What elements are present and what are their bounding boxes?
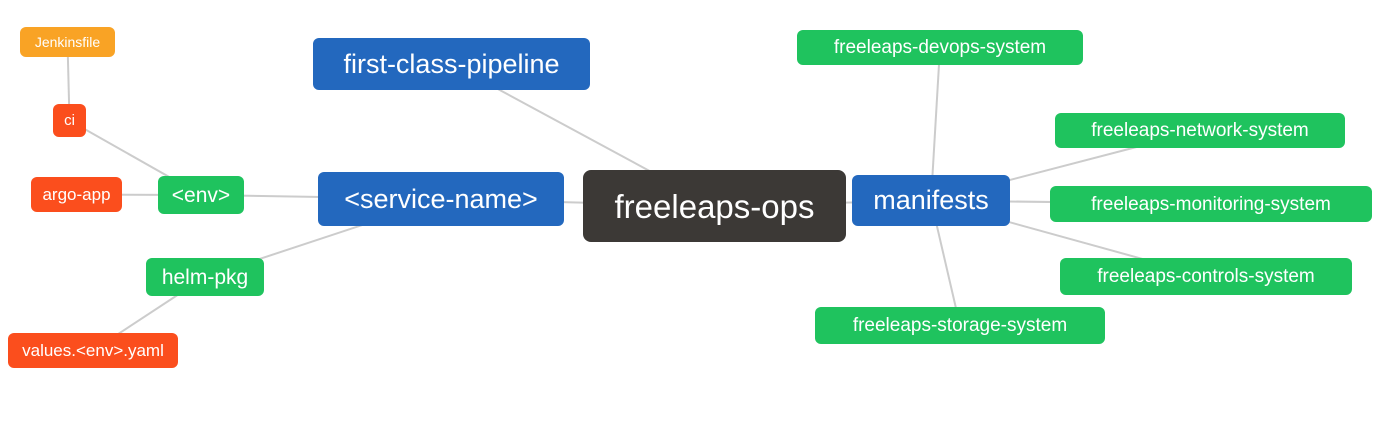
node-service-name[interactable]: <service-name> (318, 172, 564, 226)
node-first-class-pipeline[interactable]: first-class-pipeline (313, 38, 590, 90)
node-values-env-yaml[interactable]: values.<env>.yaml (8, 333, 178, 368)
node-manifests[interactable]: manifests (852, 175, 1010, 226)
node-freeleaps-devops-system[interactable]: freeleaps-devops-system (797, 30, 1083, 65)
node-helm-pkg[interactable]: helm-pkg (146, 258, 264, 296)
node-freeleaps-network-system[interactable]: freeleaps-network-system (1055, 113, 1345, 148)
node-freeleaps-monitoring-system[interactable]: freeleaps-monitoring-system (1050, 186, 1372, 222)
node-freeleaps-storage-system[interactable]: freeleaps-storage-system (815, 307, 1105, 344)
node-freeleaps-controls-system[interactable]: freeleaps-controls-system (1060, 258, 1352, 295)
node-argo-app[interactable]: argo-app (31, 177, 122, 212)
node-env[interactable]: <env> (158, 176, 244, 214)
node-freeleaps-ops-root[interactable]: freeleaps-ops (583, 170, 846, 242)
node-jenkinsfile[interactable]: Jenkinsfile (20, 27, 115, 57)
node-ci[interactable]: ci (53, 104, 86, 137)
